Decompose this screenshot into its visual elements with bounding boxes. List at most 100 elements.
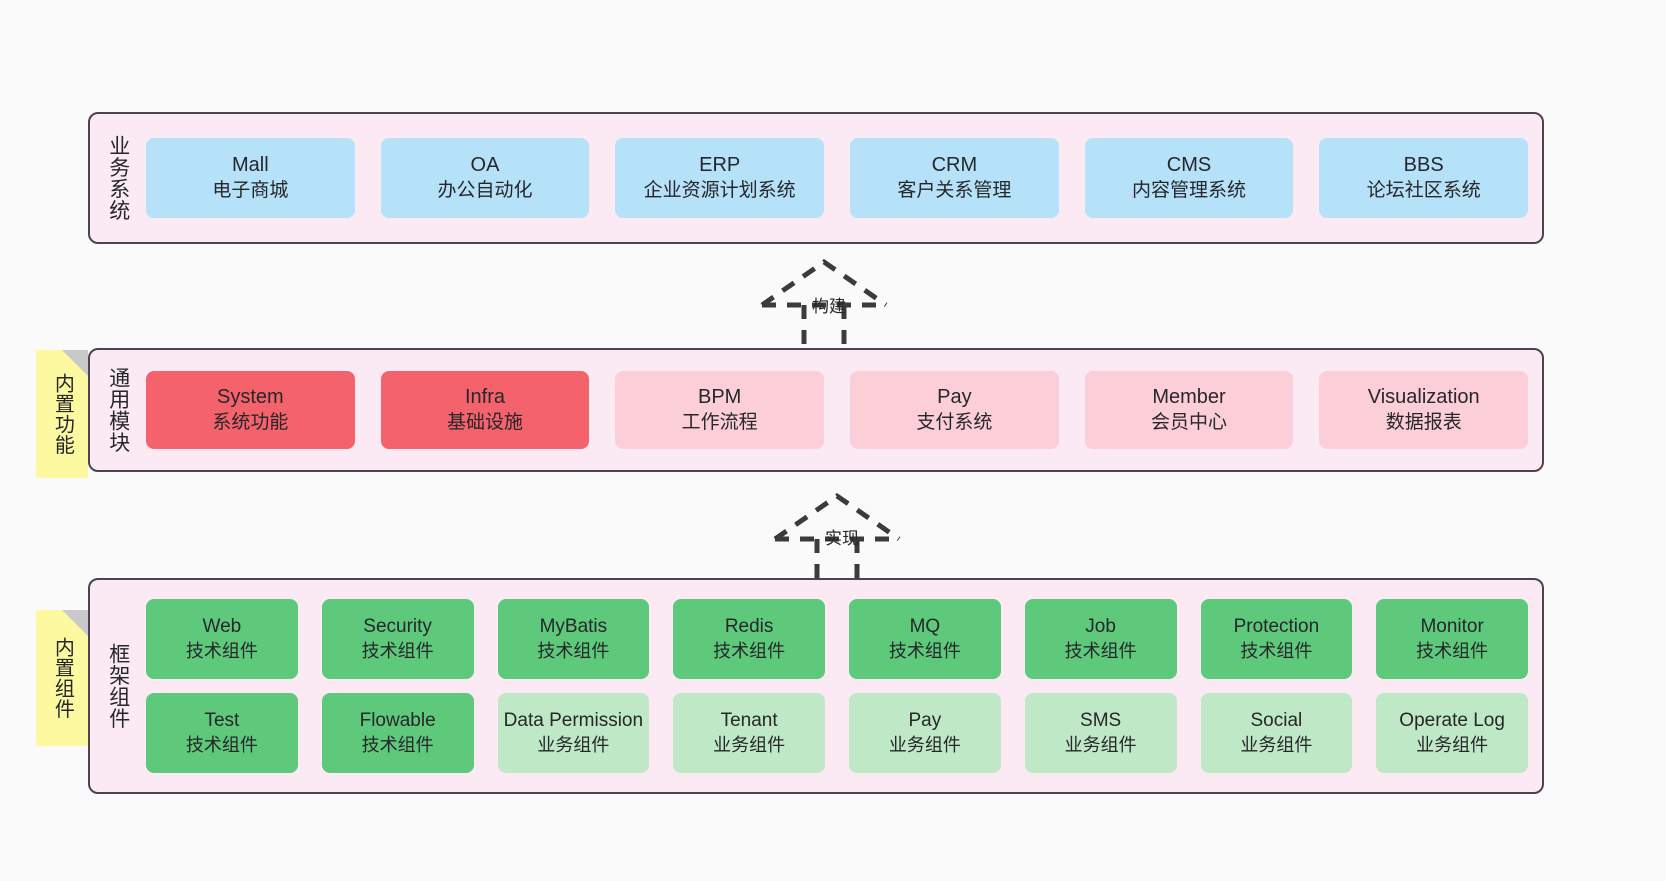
card-flowable-en: Flowable <box>359 710 436 732</box>
card-test[interactable]: Test 技术组件 <box>146 693 298 773</box>
card-flowable[interactable]: Flowable 技术组件 <box>321 693 474 773</box>
common-card-row: System 系统功能 Infra 基础设施 BPM 工作流程 Pay 支付系统… <box>146 371 1529 449</box>
card-visualization-en: Visualization <box>1367 386 1480 409</box>
card-job-cn: 技术组件 <box>1064 640 1137 661</box>
card-operate-log[interactable]: Operate Log 业务组件 <box>1376 693 1528 773</box>
card-monitor-cn: 技术组件 <box>1416 640 1489 661</box>
card-security-cn: 技术组件 <box>361 640 434 661</box>
layer-business-systems: 业务系统 Mall 电子商城 OA 办公自动化 ERP 企业资源计划系统 CRM… <box>88 112 1544 244</box>
card-pay-component-en: Pay <box>908 710 942 732</box>
card-web-en: Web <box>202 616 242 638</box>
card-mybatis[interactable]: MyBatis 技术组件 <box>497 599 650 679</box>
layer-framework-title: 框架组件 <box>106 643 130 729</box>
card-social-cn: 业务组件 <box>1240 734 1313 755</box>
card-system-cn: 系统功能 <box>212 411 289 433</box>
card-job-en: Job <box>1085 616 1116 638</box>
card-operate-log-en: Operate Log <box>1399 710 1505 732</box>
card-infra-cn: 基础设施 <box>447 411 524 433</box>
note-built-in-components-text: 内置组件 <box>51 637 74 719</box>
card-member[interactable]: Member 会员中心 <box>1084 371 1294 449</box>
layer-business-body: Mall 电子商城 OA 办公自动化 ERP 企业资源计划系统 CRM 客户关系… <box>146 114 1542 242</box>
card-crm[interactable]: CRM 客户关系管理 <box>850 138 1059 218</box>
card-erp-cn: 企业资源计划系统 <box>643 179 796 201</box>
card-tenant-cn: 业务组件 <box>713 734 786 755</box>
card-erp[interactable]: ERP 企业资源计划系统 <box>615 138 825 218</box>
card-member-cn: 会员中心 <box>1151 411 1228 433</box>
card-protection[interactable]: Protection 技术组件 <box>1200 599 1353 679</box>
card-bbs-en: BBS <box>1403 154 1444 177</box>
card-redis-cn: 技术组件 <box>713 640 786 661</box>
card-redis[interactable]: Redis 技术组件 <box>673 599 825 679</box>
layer-common-title: 通用模块 <box>106 367 130 453</box>
card-social-en: Social <box>1250 710 1303 732</box>
card-mq-cn: 技术组件 <box>888 640 961 661</box>
note-built-in-components: 内置组件 <box>36 610 88 746</box>
note-fold-corner-icon <box>62 350 88 376</box>
layer-common-body: System 系统功能 Infra 基础设施 BPM 工作流程 Pay 支付系统… <box>146 350 1542 470</box>
framework-card-row-2: Test 技术组件 Flowable 技术组件 Data Permission … <box>146 693 1528 773</box>
card-monitor-en: Monitor <box>1420 616 1484 638</box>
card-sms-cn: 业务组件 <box>1064 734 1137 755</box>
card-visualization[interactable]: Visualization 数据报表 <box>1319 371 1529 449</box>
card-web[interactable]: Web 技术组件 <box>146 599 298 679</box>
card-security-en: Security <box>363 616 432 638</box>
card-oa-cn: 办公自动化 <box>437 179 533 201</box>
card-test-en: Test <box>204 710 240 732</box>
card-social[interactable]: Social 业务组件 <box>1200 693 1353 773</box>
card-tenant[interactable]: Tenant 业务组件 <box>673 693 825 773</box>
card-operate-log-cn: 业务组件 <box>1416 734 1489 755</box>
card-data-permission[interactable]: Data Permission 业务组件 <box>497 693 650 773</box>
card-infra-en: Infra <box>464 386 506 409</box>
card-infra[interactable]: Infra 基础设施 <box>380 371 590 449</box>
layer-framework-components: 框架组件 Web 技术组件 Security 技术组件 MyBatis 技术组件… <box>88 578 1544 794</box>
card-mall-cn: 电子商城 <box>212 179 289 201</box>
business-card-row: Mall 电子商城 OA 办公自动化 ERP 企业资源计划系统 CRM 客户关系… <box>146 138 1529 218</box>
card-pay-component[interactable]: Pay 业务组件 <box>849 693 1001 773</box>
card-cms-cn: 内容管理系统 <box>1132 179 1247 201</box>
card-bpm[interactable]: BPM 工作流程 <box>615 371 825 449</box>
card-pay-component-cn: 业务组件 <box>888 734 961 755</box>
arrow-build-label: 构建 <box>812 297 846 316</box>
card-mall[interactable]: Mall 电子商城 <box>146 138 355 218</box>
card-system-en: System <box>216 386 284 409</box>
card-flowable-cn: 技术组件 <box>361 734 434 755</box>
card-mq[interactable]: MQ 技术组件 <box>849 599 1001 679</box>
card-erp-en: ERP <box>699 154 741 177</box>
note-built-in-features-text: 内置功能 <box>51 373 74 455</box>
card-security[interactable]: Security 技术组件 <box>321 599 474 679</box>
card-pay-module-en: Pay <box>937 386 972 409</box>
card-cms[interactable]: CMS 内容管理系统 <box>1084 138 1294 218</box>
card-protection-cn: 技术组件 <box>1240 640 1313 661</box>
card-bbs-cn: 论坛社区系统 <box>1366 179 1481 201</box>
card-data-permission-cn: 业务组件 <box>537 734 610 755</box>
layer-framework-body: Web 技术组件 Security 技术组件 MyBatis 技术组件 Redi… <box>146 580 1542 792</box>
layer-common-modules: 通用模块 System 系统功能 Infra 基础设施 BPM 工作流程 Pay… <box>88 348 1544 472</box>
note-built-in-features: 内置功能 <box>36 350 88 478</box>
card-pay-module-cn: 支付系统 <box>916 411 993 433</box>
card-web-cn: 技术组件 <box>185 640 258 661</box>
card-pay-module[interactable]: Pay 支付系统 <box>850 371 1059 449</box>
card-sms-en: SMS <box>1080 710 1122 732</box>
card-redis-en: Redis <box>724 616 774 638</box>
card-sms[interactable]: SMS 业务组件 <box>1024 693 1177 773</box>
card-mybatis-en: MyBatis <box>539 616 608 638</box>
card-cms-en: CMS <box>1166 154 1212 177</box>
card-crm-cn: 客户关系管理 <box>897 179 1012 201</box>
card-system[interactable]: System 系统功能 <box>146 371 355 449</box>
card-test-cn: 技术组件 <box>185 734 258 755</box>
layer-business-title: 业务系统 <box>106 135 130 221</box>
card-monitor[interactable]: Monitor 技术组件 <box>1376 599 1528 679</box>
note-fold-corner-icon <box>62 610 88 636</box>
card-member-en: Member <box>1152 386 1226 409</box>
card-bpm-cn: 工作流程 <box>681 411 758 433</box>
card-bpm-en: BPM <box>698 386 742 409</box>
card-mq-en: MQ <box>909 616 941 638</box>
card-tenant-en: Tenant <box>720 710 778 732</box>
card-bbs[interactable]: BBS 论坛社区系统 <box>1319 138 1529 218</box>
card-oa[interactable]: OA 办公自动化 <box>380 138 590 218</box>
card-job[interactable]: Job 技术组件 <box>1024 599 1177 679</box>
card-crm-en: CRM <box>931 154 978 177</box>
card-visualization-cn: 数据报表 <box>1385 411 1462 433</box>
card-oa-en: OA <box>470 154 500 177</box>
